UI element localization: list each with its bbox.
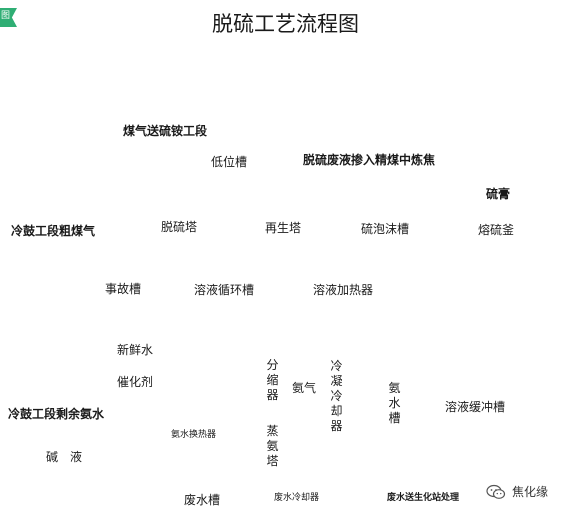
node-remaining-ammonia-water: 冷鼓工段剩余氨水 <box>8 407 105 421</box>
node-solution-circulation-tank: 溶液循环槽 <box>194 283 255 297</box>
node-regeneration-tower: 再生塔 <box>265 221 302 235</box>
node-gas-to-ammonium-sulfate: 煤气送硫铵工段 <box>123 124 208 138</box>
watermark: 焦化缘 <box>486 484 548 500</box>
watermark-text: 焦化缘 <box>512 485 549 499</box>
node-ammonia-gas: 氨气 <box>292 381 317 395</box>
node-waste-liquor-to-coal: 脱硫废液掺入精煤中炼焦 <box>303 153 436 167</box>
node-waste-water-to-biochem: 废水送生化站处理 <box>387 493 460 503</box>
node-fresh-water: 新鲜水 <box>117 343 154 357</box>
node-ammonia-heat-exchanger: 氨水换热器 <box>171 430 217 440</box>
node-condenser-cooler: 冷凝冷却器 <box>330 359 343 433</box>
corner-badge: 图 <box>0 8 17 27</box>
node-waste-water-tank: 废水槽 <box>184 493 221 507</box>
node-sulfur-paste: 硫膏 <box>486 187 511 201</box>
node-ammonia-still: 蒸氨塔 <box>266 424 279 468</box>
node-desulfurization-tower: 脱硫塔 <box>161 220 198 234</box>
node-low-tank: 低位槽 <box>211 155 248 169</box>
node-emergency-tank: 事故槽 <box>105 282 142 296</box>
node-sulfur-melter: 熔硫釜 <box>478 223 515 237</box>
node-alkali-liquor: 碱 液 <box>46 450 83 464</box>
node-dephlegmator: 分缩器 <box>266 358 279 402</box>
corner-badge-text: 图 <box>1 11 11 21</box>
node-solution-buffer-tank: 溶液缓冲槽 <box>445 400 506 414</box>
node-solution-heater: 溶液加热器 <box>313 283 374 297</box>
node-ammonia-water-tank: 氨水槽 <box>388 381 401 425</box>
node-crude-gas-from-cooling: 冷鼓工段粗煤气 <box>11 224 96 238</box>
node-waste-water-cooler: 废水冷却器 <box>274 493 320 503</box>
node-catalyst: 催化剂 <box>117 375 154 389</box>
diagram-title: 脱硫工艺流程图 <box>212 12 359 36</box>
wechat-icon <box>486 484 506 499</box>
node-sulfur-foam-tank: 硫泡沫槽 <box>361 222 410 236</box>
